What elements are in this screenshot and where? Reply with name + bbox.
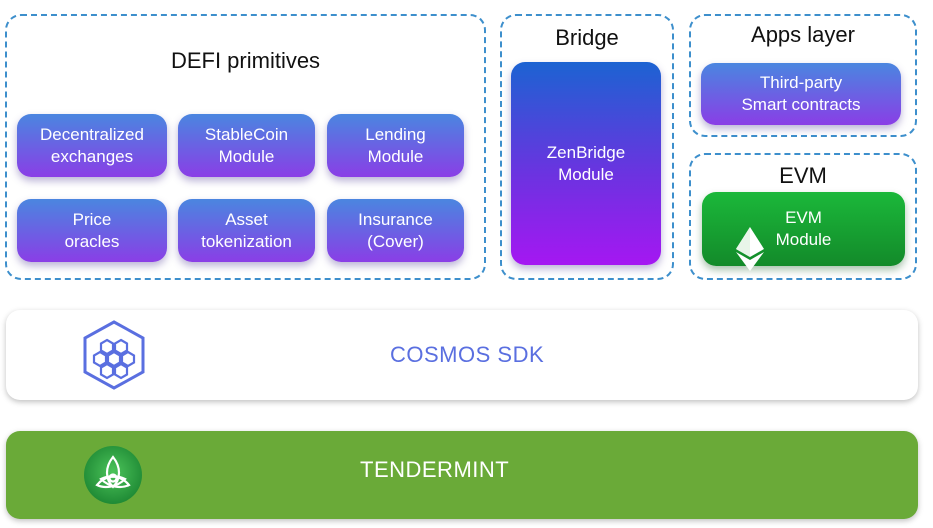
bridge-title: Bridge (555, 25, 619, 50)
lending-module: Lending Module (327, 114, 464, 177)
module-label: Third-party Smart contracts (741, 73, 861, 114)
module-label: Asset tokenization (201, 209, 292, 251)
module-label: Lending Module (365, 124, 426, 166)
cosmos-sdk-label: COSMOS SDK (390, 342, 545, 367)
apps-layer-group: Apps layer (689, 14, 917, 137)
stablecoin-module: StableCoin Module (178, 114, 315, 177)
module-label: Price oracles (64, 209, 120, 251)
zenbridge-module: ZenBridge Module (511, 62, 661, 265)
module-label: Decentralized exchanges (40, 124, 144, 166)
tendermint-logo-icon (83, 445, 143, 505)
evm-title: EVM (779, 163, 827, 188)
defi-primitives-group: DEFI primitives (5, 14, 486, 280)
cosmos-hexagon-icon (82, 320, 146, 390)
insurance-cover-module: Insurance (Cover) (327, 199, 464, 262)
third-party-smart-contracts-module: Third-party Smart contracts (701, 63, 901, 125)
module-label: StableCoin Module (204, 124, 289, 166)
module-label: Insurance (Cover) (358, 209, 433, 251)
ethereum-icon (736, 205, 764, 271)
decentralized-exchanges-module: Decentralized exchanges (17, 114, 167, 177)
price-oracles-module: Price oracles (17, 199, 167, 262)
evm-group: EVM (689, 153, 917, 280)
tendermint-layer: TENDERMINT (6, 431, 918, 519)
cosmos-sdk-layer: COSMOS SDK (6, 310, 918, 400)
module-label: EVM Module (775, 208, 832, 249)
defi-primitives-title: DEFI primitives (170, 48, 321, 73)
evm-module: EVM Module (702, 192, 905, 271)
bridge-group: Bridge (500, 14, 674, 280)
asset-tokenization-module: Asset tokenization (178, 199, 315, 262)
tendermint-label: TENDERMINT (360, 457, 510, 482)
apps-layer-title: Apps layer (751, 22, 855, 47)
module-label: ZenBridge Module (546, 142, 626, 184)
